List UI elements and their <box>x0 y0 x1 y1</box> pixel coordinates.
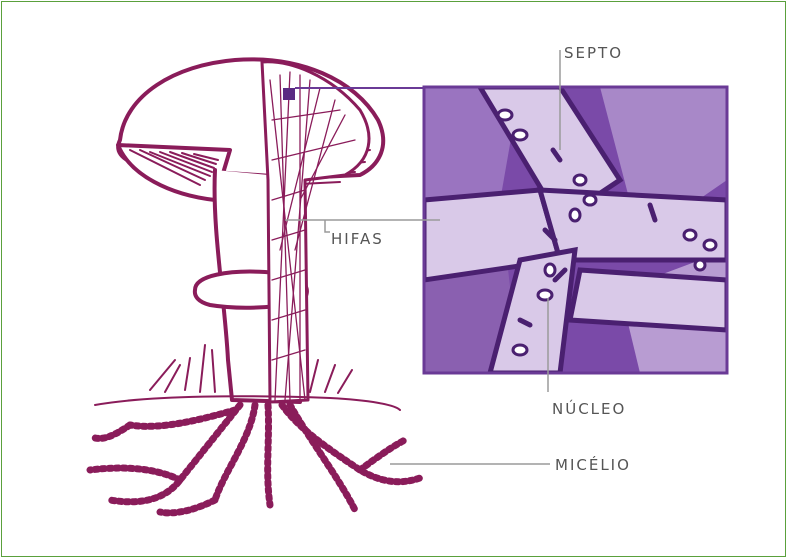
mushroom-illustration <box>90 59 420 512</box>
label-micelio: MICÉLIO <box>555 456 631 474</box>
label-hifas: HIFAS <box>331 230 384 248</box>
label-septo: SEPTO <box>564 44 623 62</box>
label-nucleo: NÚCLEO <box>552 400 626 418</box>
zoom-source-marker <box>283 88 295 100</box>
hyphae-zoom-inset <box>424 87 727 373</box>
